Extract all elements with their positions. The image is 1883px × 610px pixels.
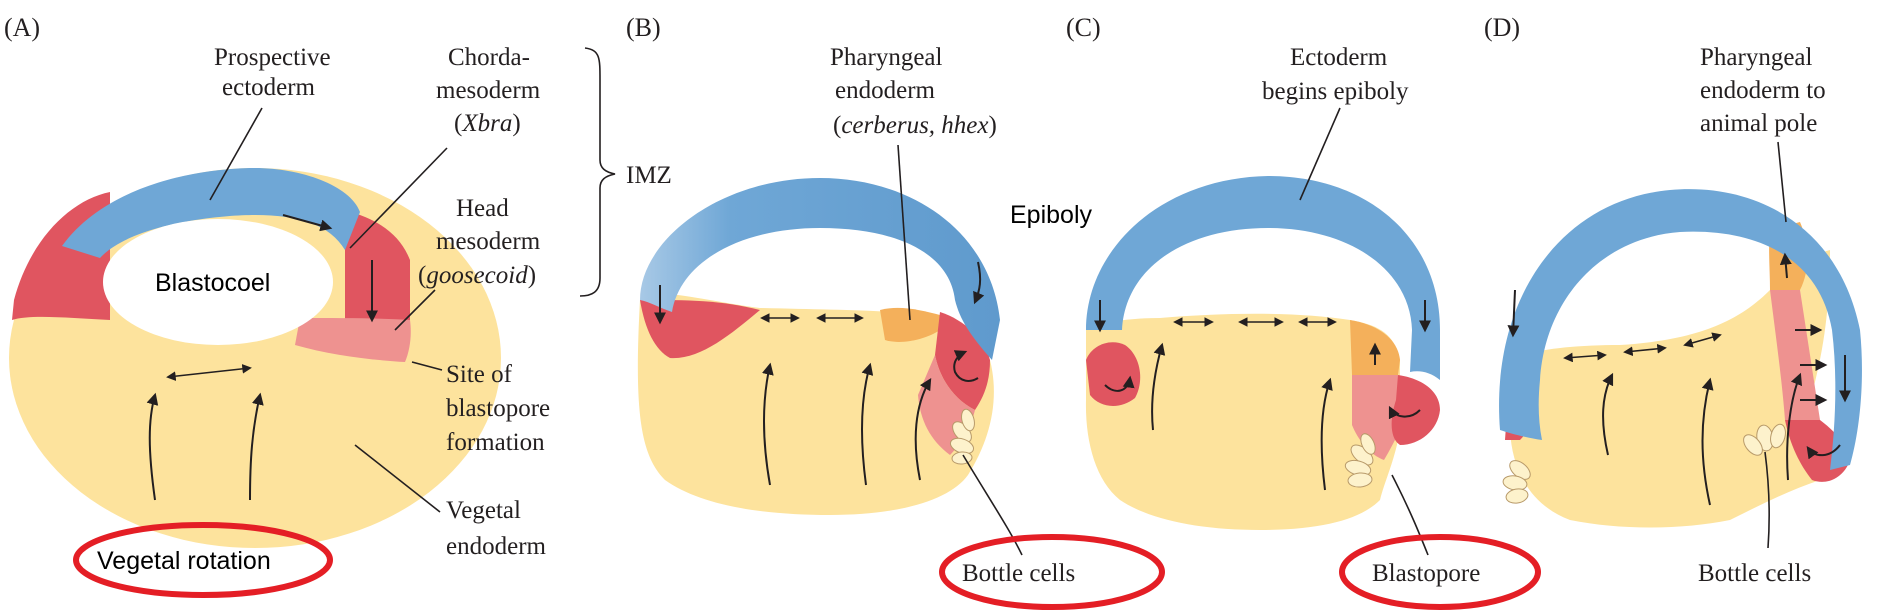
prospective-ectoderm-region <box>62 168 360 258</box>
panel-b: (B) Pharyngeal endoderm (cerberus, hhex)… <box>626 13 1165 610</box>
bottle-cells-d-label: Bottle cells <box>1698 560 1811 587</box>
d-dbl-arrow-3 <box>1683 332 1722 348</box>
head-label-line2: mesoderm <box>436 228 541 255</box>
pharyngeal-endoderm-b <box>880 307 940 342</box>
panel-c: (C) Ectoderm begins epiboly Epiboly Blas… <box>1010 13 1541 610</box>
d-arrow-involution-right <box>1806 444 1841 460</box>
b-arrow-ectoderm <box>973 261 985 305</box>
bottle-cells-d-leader <box>1764 451 1771 549</box>
pharyngeal-d-line1: Pharyngeal <box>1700 44 1813 71</box>
c-arrow-involution-left <box>1104 375 1135 392</box>
head-gene-name: goosecoid <box>426 262 528 289</box>
head-label-line1: Head <box>456 195 509 222</box>
head-mesoderm-d <box>1770 290 1820 420</box>
prospective-label-line1: Prospective <box>214 44 331 71</box>
panel-d: (D) Pharyngeal endoderm to <box>1484 13 1862 587</box>
site-label-line3: formation <box>446 429 545 456</box>
vegetal-label-line1: Vegetal <box>446 497 521 524</box>
d-up-arrow-1 <box>1602 372 1614 456</box>
pharyngeal-b-line1: Pharyngeal <box>830 44 943 71</box>
epiboly-label: Epiboly <box>1010 201 1092 229</box>
d-dbl-arrow-2 <box>1623 343 1667 357</box>
c-up-arrow-2 <box>1320 377 1333 491</box>
b-up-arrow-3 <box>914 377 932 481</box>
endoderm-region-d <box>1510 250 1830 528</box>
b-up-arrow-1 <box>762 362 774 486</box>
bottle-cells-b-leader <box>962 454 1023 556</box>
panel-label-c: (C) <box>1066 13 1101 42</box>
c-arrow-involution-right <box>1388 405 1421 420</box>
vegetal-rotation-highlight <box>73 522 333 598</box>
chorda-leader <box>349 147 448 249</box>
blastopore-highlight <box>1339 534 1541 610</box>
d-arrow-ectoderm-left <box>1507 289 1520 338</box>
pharyngeal-d-leader <box>1777 141 1787 223</box>
c-up-arrow-1 <box>1151 342 1166 431</box>
blastocoel-cavity <box>103 219 333 345</box>
d-arrow-pharyngeal-up <box>1779 252 1792 279</box>
ectoderm-region-d <box>1499 189 1862 470</box>
blastocoel-label: Blastocoel <box>155 269 270 297</box>
mesoderm-left-c <box>1086 342 1141 406</box>
bottle-cells-d-left-icon <box>1502 460 1531 504</box>
ectoderm-epiboly-leader <box>1299 107 1341 201</box>
d-dbl-arrow-1 <box>1563 350 1607 363</box>
prospective-ectoderm-leader <box>209 107 263 201</box>
ectoderm-region-c <box>1086 176 1440 380</box>
bottle-cells-d-icon <box>1743 423 1786 456</box>
endoderm-region-b <box>637 293 994 515</box>
panel-label-a: (A) <box>4 13 40 42</box>
imz-label: IMZ <box>626 162 672 189</box>
d-up-arrow-2 <box>1701 377 1714 506</box>
pharyngeal-b-genes: (cerberus, hhex) <box>833 112 997 139</box>
prospective-label-line2: ectoderm <box>222 74 316 101</box>
d-up-arrow-3 <box>1786 372 1803 481</box>
ectoderm-epiboly-line2: begins epiboly <box>1262 78 1409 105</box>
bottle-cells-c-icon <box>1344 433 1376 488</box>
ectoderm-region-b <box>640 178 1000 360</box>
pharyngeal-b-line2: endoderm <box>835 77 936 104</box>
site-leader <box>411 361 443 371</box>
chorda-gene-label: (Xbra) <box>454 110 521 137</box>
vegetal-leader <box>354 444 441 513</box>
panel-label-b: (B) <box>626 13 661 42</box>
chorda-label-line2: mesoderm <box>436 77 541 104</box>
pharyngeal-d-line3: animal pole <box>1700 110 1817 137</box>
b-up-arrow-2 <box>860 362 874 486</box>
ectoderm-movement-arrow <box>282 214 333 232</box>
head-leader <box>394 289 436 331</box>
vegetal-rotation-label: Vegetal rotation <box>97 547 271 575</box>
bottle-cells-b-highlight <box>939 534 1165 610</box>
site-label-line1: Site of <box>446 361 513 388</box>
convergent-extension-arrow <box>166 364 252 381</box>
chorda-label-line1: Chorda- <box>448 44 530 71</box>
ectoderm-epiboly-line1: Ectoderm <box>1290 44 1388 71</box>
blastopore-label: Blastopore <box>1372 560 1480 587</box>
blastopore-leader <box>1391 474 1429 556</box>
head-mesoderm-region <box>295 318 411 362</box>
vegetal-rotation-arrow-left <box>146 392 159 501</box>
panel-label-d: (D) <box>1484 13 1520 42</box>
b-arrow-involution <box>953 350 979 382</box>
pharyngeal-b-gene-names: cerberus, hhex <box>841 112 988 139</box>
pharyngeal-d-line2: endoderm to <box>1700 77 1826 104</box>
chorda-gene-name: Xbra <box>461 110 512 137</box>
panel-a: (A) Blastocoel Prospective ectoderm Chor… <box>4 13 672 598</box>
imz-bracket <box>579 47 616 297</box>
site-label-line2: blastopore <box>446 395 550 422</box>
vegetal-rotation-arrow-right <box>249 392 264 501</box>
mesoderm-left-b <box>640 300 760 359</box>
vegetal-label-line2: endoderm <box>446 533 547 560</box>
head-gene-label: (goosecoid) <box>418 262 536 289</box>
bottle-cells-b-label: Bottle cells <box>962 560 1075 587</box>
endoderm-region-c <box>1085 313 1400 530</box>
pharyngeal-b-leader <box>897 144 911 321</box>
mesoderm-right-c <box>1391 375 1440 445</box>
